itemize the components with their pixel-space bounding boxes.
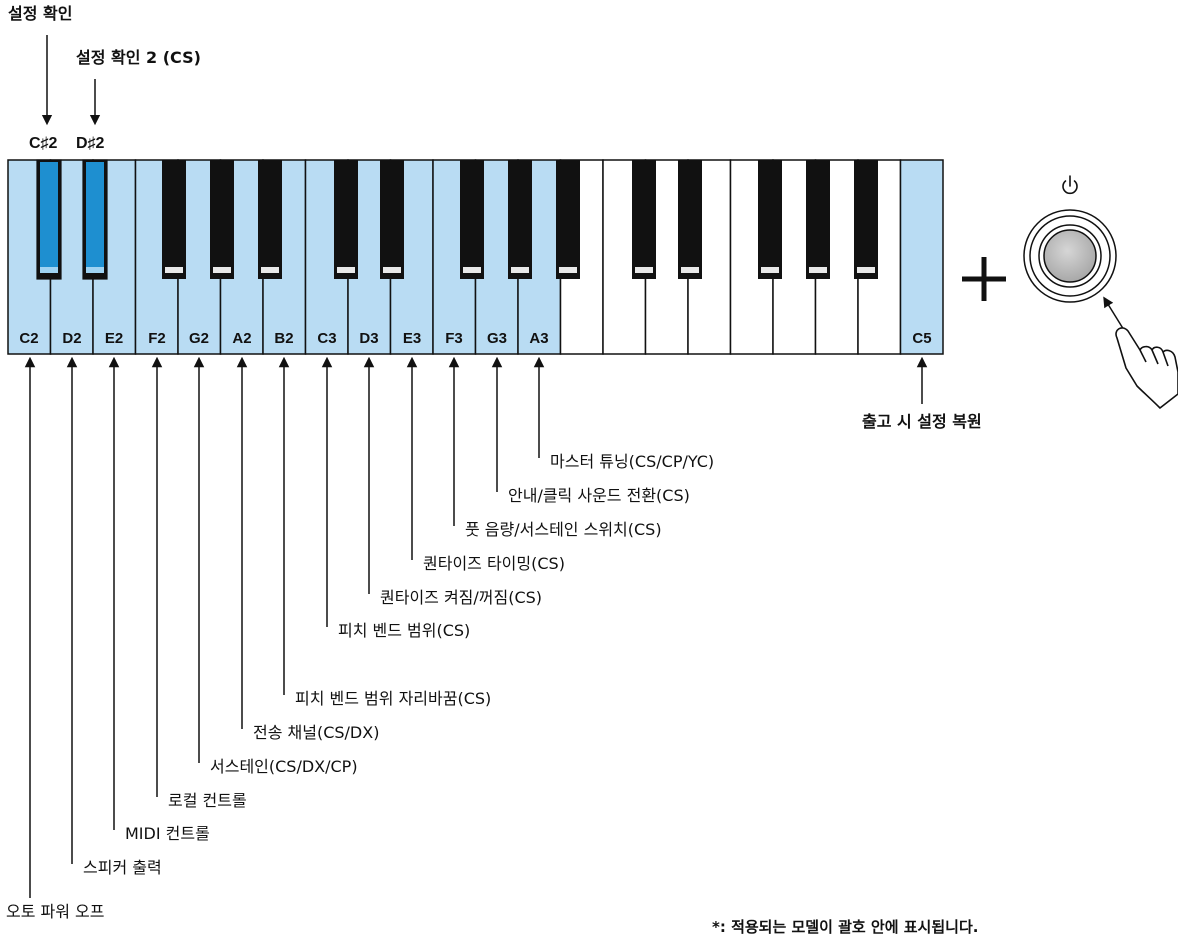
- key-label-f3: F3: [445, 330, 463, 347]
- function-label-g2: 서스테인(CS/DX/CP): [210, 757, 358, 776]
- function-label-d2: 스피커 출력: [83, 858, 162, 877]
- csharp2-label: C♯2: [29, 135, 58, 152]
- dsharp2-label: D♯2: [76, 135, 105, 152]
- black-key-asharp2: [258, 160, 282, 279]
- function-label-f3: 풋 음량/서스테인 스위치(CS): [465, 520, 662, 539]
- function-label-b2: 피치 벤드 범위 자리바꿈(CS): [295, 689, 492, 708]
- key-label-g3: G3: [487, 330, 507, 347]
- black-key-fsharp4: [758, 160, 782, 279]
- key-label-d2: D2: [62, 330, 81, 347]
- settings-check-label: 설정 확인: [8, 4, 73, 23]
- black-key-dsharp4: [678, 160, 702, 279]
- function-arrows: [24, 356, 928, 898]
- function-label-d3: 퀀타이즈 켜짐/꺼짐(CS): [380, 588, 543, 607]
- factory-reset-label: 출고 시 설정 복원: [862, 412, 982, 431]
- function-label-e2: MIDI 컨트롤: [125, 824, 210, 843]
- black-key-gsharp4: [806, 160, 830, 279]
- key-label-a3: A3: [529, 330, 548, 347]
- top-arrows: [41, 35, 101, 126]
- key-label-d3: D3: [359, 330, 378, 347]
- key-label-g2: G2: [189, 330, 209, 347]
- plus-sign: [962, 257, 1006, 301]
- white-keys: [7, 159, 944, 355]
- key-label-c3: C3: [317, 330, 336, 347]
- black-key-dsharp3: [380, 160, 404, 279]
- power-icon: [1062, 175, 1078, 195]
- key-label-c5: C5: [912, 330, 931, 347]
- pointing-hand-icon: [1115, 327, 1178, 409]
- function-label-c3: 피치 벤드 범위(CS): [338, 621, 471, 640]
- black-keys: [36, 159, 878, 280]
- key-label-e2: E2: [105, 330, 123, 347]
- key-label-c2: C2: [19, 330, 38, 347]
- key-label-f2: F2: [148, 330, 166, 347]
- black-key-asharp3: [556, 160, 580, 279]
- white-key-labels: C2 D2 E2 F2 G2 A2 B2 C3 D3 E3 F3 G3 A3 C…: [19, 330, 931, 347]
- black-key-fsharp3: [460, 160, 484, 279]
- function-label-a2: 전송 채널(CS/DX): [253, 723, 380, 742]
- settings-check-2-label: 설정 확인 2 (CS): [76, 48, 201, 67]
- function-label-a3: 마스터 튜닝(CS/CP/YC): [550, 452, 715, 471]
- function-label-c2: 오토 파워 오프: [6, 902, 105, 921]
- key-label-e3: E3: [403, 330, 421, 347]
- key-label-b2: B2: [274, 330, 293, 347]
- power-knob: [1023, 209, 1117, 303]
- function-label-e3: 퀀타이즈 타이밍(CS): [423, 554, 565, 573]
- function-label-g3: 안내/클릭 사운드 전환(CS): [508, 486, 690, 505]
- white-key-c5: [899, 159, 944, 355]
- black-key-asharp4: [854, 160, 878, 279]
- black-key-csharp3: [334, 160, 358, 279]
- black-key-fsharp2: [162, 160, 186, 279]
- black-key-csharp2: [36, 159, 62, 280]
- function-label-f2: 로컬 컨트롤: [168, 791, 247, 810]
- key-label-a2: A2: [232, 330, 251, 347]
- black-key-csharp4: [632, 160, 656, 279]
- black-key-gsharp3: [508, 160, 532, 279]
- black-key-dsharp2: [82, 159, 108, 280]
- black-key-gsharp2: [210, 160, 234, 279]
- footnote: *: 적용되는 모델이 괄호 안에 표시됩니다.: [712, 918, 979, 936]
